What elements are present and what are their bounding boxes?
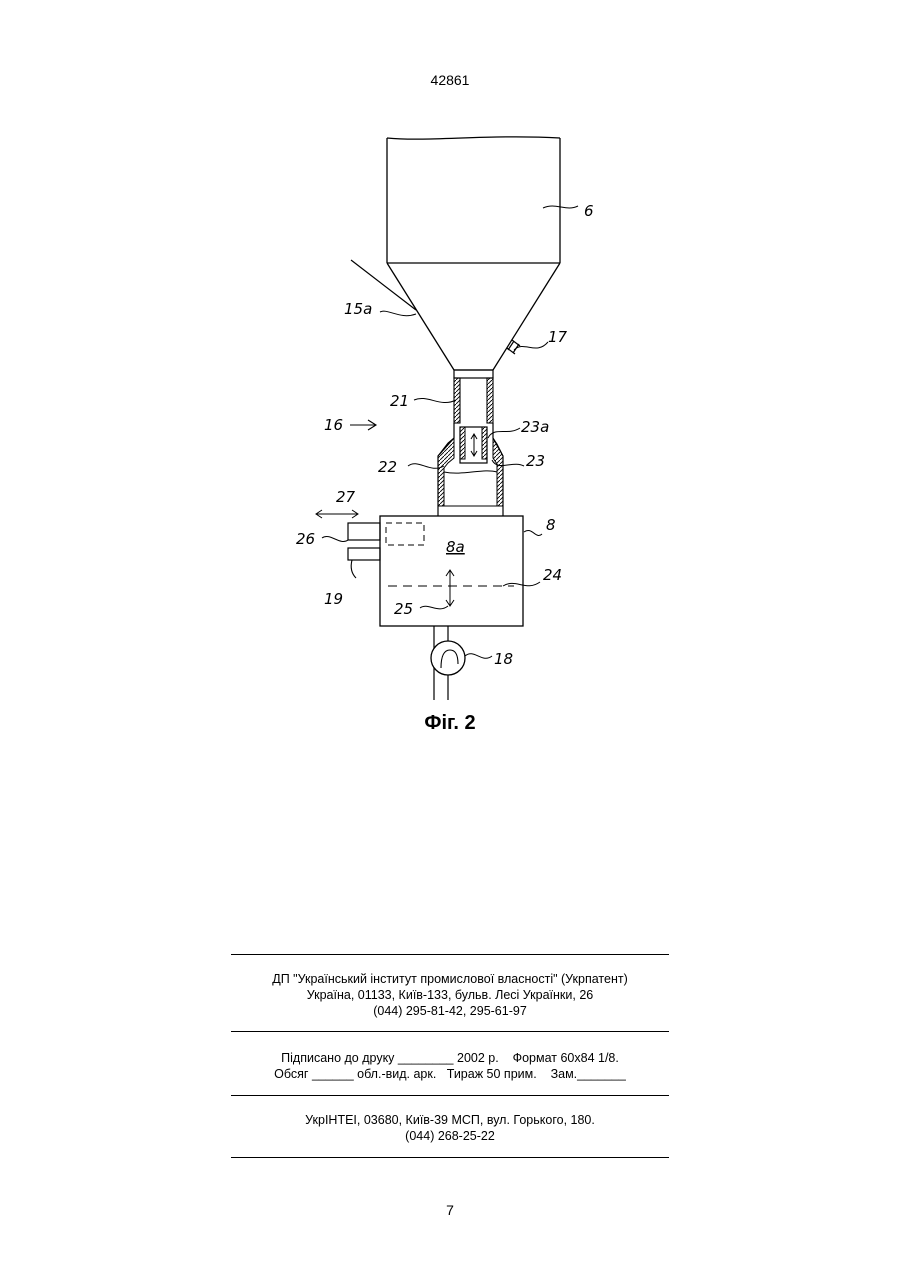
divider-2 [231,1031,669,1032]
label-8: 8 [546,516,556,534]
label-16: 16 [324,416,343,434]
label-24: 24 [543,566,562,584]
printer-line-1: УкрІНТЕІ, 03680, Київ-39 МСП, вул. Горьк… [0,1112,900,1128]
printer-info: УкрІНТЕІ, 03680, Київ-39 МСП, вул. Горьк… [0,1112,900,1144]
printer-line-2: (044) 268-25-22 [0,1128,900,1144]
print-line-1: Підписано до друку ________ 2002 р. Форм… [0,1050,900,1066]
print-line-2: Обсяг ______ обл.-вид. арк. Тираж 50 при… [0,1066,900,1082]
inner-sleeve [460,427,487,463]
label-27: 27 [336,488,356,506]
hopper-cone [387,263,560,370]
publisher-info: ДП "Український інститут промислової вла… [0,971,900,1019]
lower-tube [438,423,503,516]
label-23: 23 [526,452,545,470]
slide-arrow [316,510,358,518]
publisher-line-2: Україна, 01133, Київ-133, бульв. Лесі Ук… [0,987,900,1003]
label-25: 25 [394,600,413,618]
mixing-vessel [348,516,523,626]
label-15a: 15a [344,300,372,318]
publisher-line-3: (044) 295-81-42, 295-61-97 [0,1003,900,1019]
page-number: 7 [0,1202,900,1218]
label-8a: 8a [446,538,465,556]
upper-tube [454,370,493,423]
publisher-line-1: ДП "Український інститут промислової вла… [0,971,900,987]
figure-caption: Фіг. 2 [0,712,900,735]
label-22: 22 [378,458,397,476]
patent-number: 42861 [0,72,900,88]
divider-4 [231,1157,669,1158]
label-18: 18 [494,650,513,668]
divider-3 [231,1095,669,1096]
patent-drawing: 6 15a 17 16 21 23a 22 23 27 8 26 8a 19 2… [288,108,610,713]
label-21: 21 [390,392,409,410]
label-6: 6 [584,202,594,220]
label-17: 17 [548,328,568,346]
label-23a: 23a [521,418,549,436]
pump [431,626,465,700]
assembly-arrow [350,420,376,430]
label-19: 19 [324,590,343,608]
label-26: 26 [296,530,315,548]
silo-body [387,137,560,263]
divider-1 [231,954,669,955]
print-info: Підписано до друку ________ 2002 р. Форм… [0,1050,900,1082]
